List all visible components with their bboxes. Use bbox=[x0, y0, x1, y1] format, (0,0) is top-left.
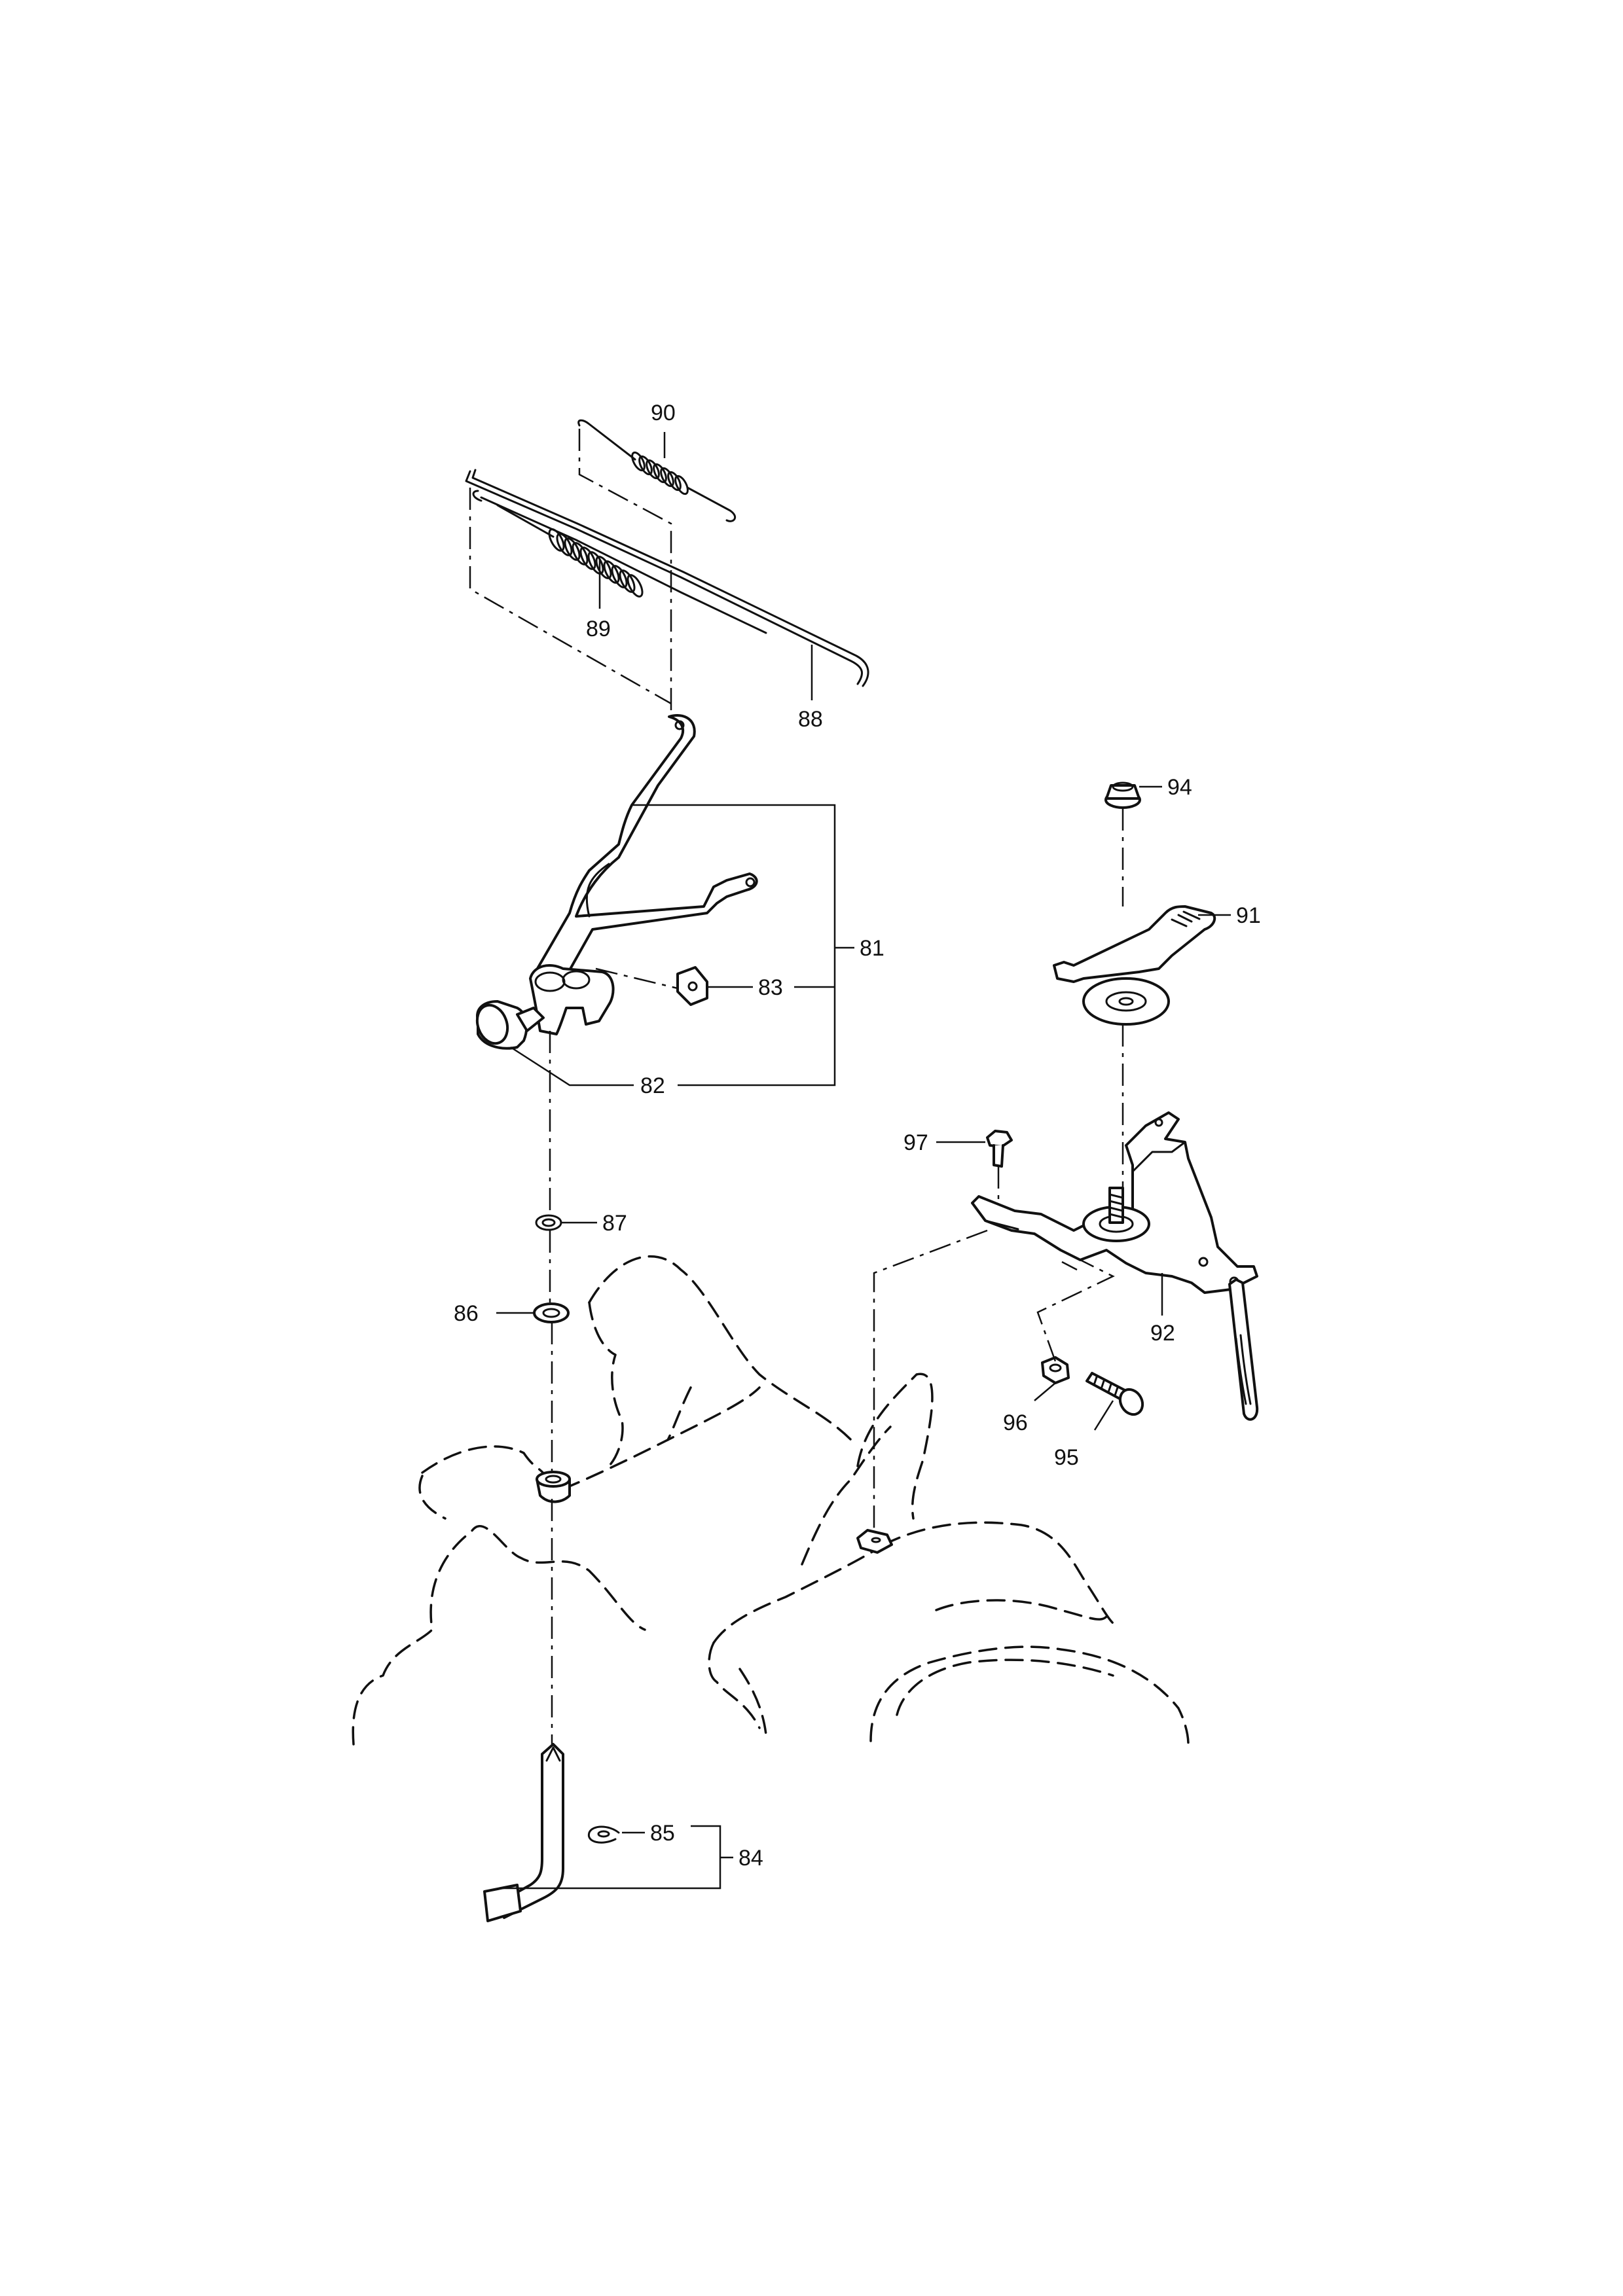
bolt-95 bbox=[1085, 1372, 1144, 1416]
callout-84: 84 bbox=[739, 1846, 763, 1871]
bolt-97 bbox=[986, 1130, 1013, 1168]
leader-lines bbox=[496, 432, 1231, 1890]
callout-86: 86 bbox=[454, 1301, 479, 1326]
spring-90 bbox=[577, 419, 737, 522]
callout-91: 91 bbox=[1236, 903, 1261, 928]
callout-96: 96 bbox=[1003, 1410, 1028, 1435]
callout-97: 97 bbox=[903, 1130, 928, 1155]
nut-83 bbox=[676, 966, 708, 1006]
callout-94: 94 bbox=[1167, 775, 1192, 800]
washer-86 bbox=[533, 1302, 570, 1323]
engine-bushing bbox=[536, 1471, 571, 1503]
engine-outline bbox=[352, 1255, 1190, 1746]
callout-88: 88 bbox=[798, 707, 823, 732]
shaft-84 bbox=[483, 1743, 564, 1922]
e-clip-85 bbox=[587, 1825, 620, 1844]
callout-92: 92 bbox=[1150, 1321, 1175, 1346]
callout-82: 82 bbox=[640, 1073, 665, 1098]
e-clip-87 bbox=[535, 1214, 562, 1231]
throttle-lever-91 bbox=[1053, 905, 1216, 1026]
assembly-lines bbox=[469, 429, 1124, 1744]
spring-89 bbox=[496, 504, 644, 598]
callout-labels: 90 89 88 81 83 82 87 86 85 84 94 91 97 9… bbox=[454, 401, 1261, 1871]
callout-83: 83 bbox=[758, 975, 783, 1000]
callout-95: 95 bbox=[1054, 1445, 1079, 1470]
callout-90: 90 bbox=[651, 401, 676, 425]
callout-81: 81 bbox=[860, 936, 884, 961]
bracket-92 bbox=[971, 1111, 1259, 1421]
callout-89: 89 bbox=[586, 617, 611, 641]
callout-87: 87 bbox=[602, 1211, 627, 1236]
engine-lug bbox=[856, 1529, 893, 1554]
lever-81 bbox=[475, 714, 758, 1050]
nut-96 bbox=[1041, 1356, 1070, 1384]
callout-85: 85 bbox=[650, 1821, 675, 1846]
flange-nut-94 bbox=[1104, 781, 1141, 809]
rod-88 bbox=[465, 469, 869, 687]
